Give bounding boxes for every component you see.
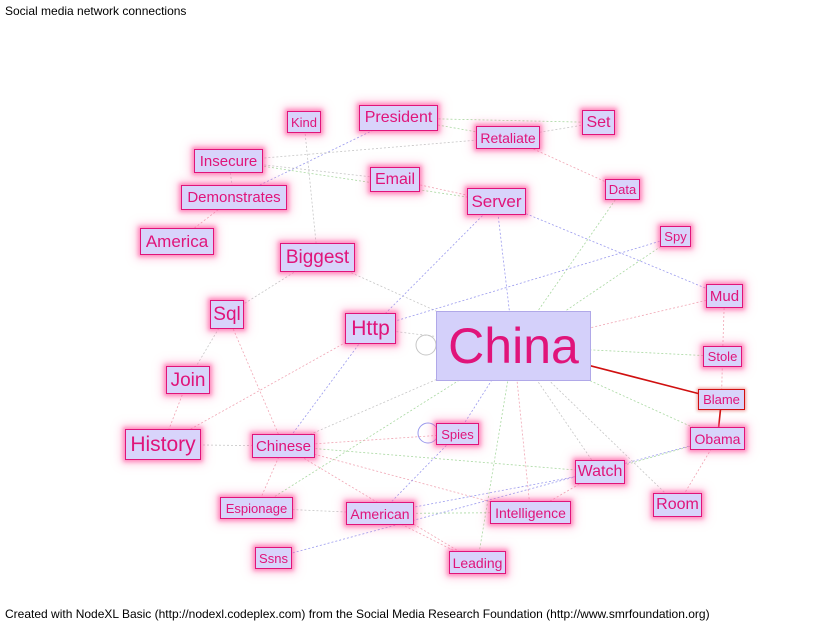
node-china[interactable]: China (436, 311, 591, 381)
node-spy[interactable]: Spy (660, 226, 691, 247)
node-america[interactable]: America (140, 228, 214, 255)
node-espionage[interactable]: Espionage (220, 497, 293, 519)
node-ssns[interactable]: Ssns (255, 547, 292, 569)
node-watch[interactable]: Watch (575, 460, 625, 484)
node-retaliate[interactable]: Retaliate (476, 126, 540, 149)
node-room[interactable]: Room (653, 493, 702, 517)
credit-text: Created with NodeXL Basic (http://nodexl… (5, 607, 710, 621)
node-spies[interactable]: Spies (436, 423, 479, 445)
edge-http-chinese (283, 328, 371, 447)
node-biggest[interactable]: Biggest (280, 243, 355, 272)
edge-american-watch (379, 471, 601, 514)
edge-president-demonstrates (233, 117, 399, 198)
node-stole[interactable]: Stole (703, 346, 742, 367)
node-sql[interactable]: Sql (210, 300, 244, 329)
edge-sql-chinese (226, 314, 284, 447)
node-email[interactable]: Email (370, 167, 420, 192)
edge-stole-blame (721, 356, 723, 400)
self-loop-spies (417, 422, 439, 444)
node-server[interactable]: Server (467, 188, 526, 215)
edge-server-mud (496, 201, 725, 297)
node-join[interactable]: Join (166, 366, 210, 394)
node-history[interactable]: History (125, 429, 201, 460)
node-american[interactable]: American (346, 502, 414, 525)
node-mud[interactable]: Mud (706, 284, 743, 308)
node-insecure[interactable]: Insecure (194, 149, 263, 173)
edge-chinese-watch (283, 445, 601, 473)
edge-spies-american (379, 433, 458, 514)
node-data[interactable]: Data (605, 179, 640, 200)
edge-http-spy (370, 236, 676, 329)
node-leading[interactable]: Leading (449, 551, 506, 574)
node-demonstrates[interactable]: Demonstrates (181, 185, 287, 210)
edge-insecure-retaliate (228, 137, 509, 162)
edge-server-http (370, 201, 497, 329)
node-chinese[interactable]: Chinese (252, 434, 315, 458)
edge-insecure-server (228, 160, 497, 202)
edge-china-espionage (256, 345, 514, 509)
edge-kind-biggest (303, 121, 318, 258)
node-set[interactable]: Set (582, 110, 615, 135)
node-president[interactable]: President (359, 105, 438, 131)
node-kind[interactable]: Kind (287, 111, 321, 133)
edge-china-leading (477, 345, 514, 563)
node-obama[interactable]: Obama (690, 427, 745, 450)
edge-china-stole (513, 345, 723, 357)
graph-title: Social media network connections (5, 4, 187, 18)
node-http[interactable]: Http (345, 313, 396, 344)
node-intelligence[interactable]: Intelligence (490, 501, 571, 524)
self-loop-http (415, 334, 437, 356)
edge-ssns-obama (273, 438, 718, 559)
edge-chinese-intelligence (283, 445, 531, 513)
node-blame[interactable]: Blame (698, 389, 745, 410)
